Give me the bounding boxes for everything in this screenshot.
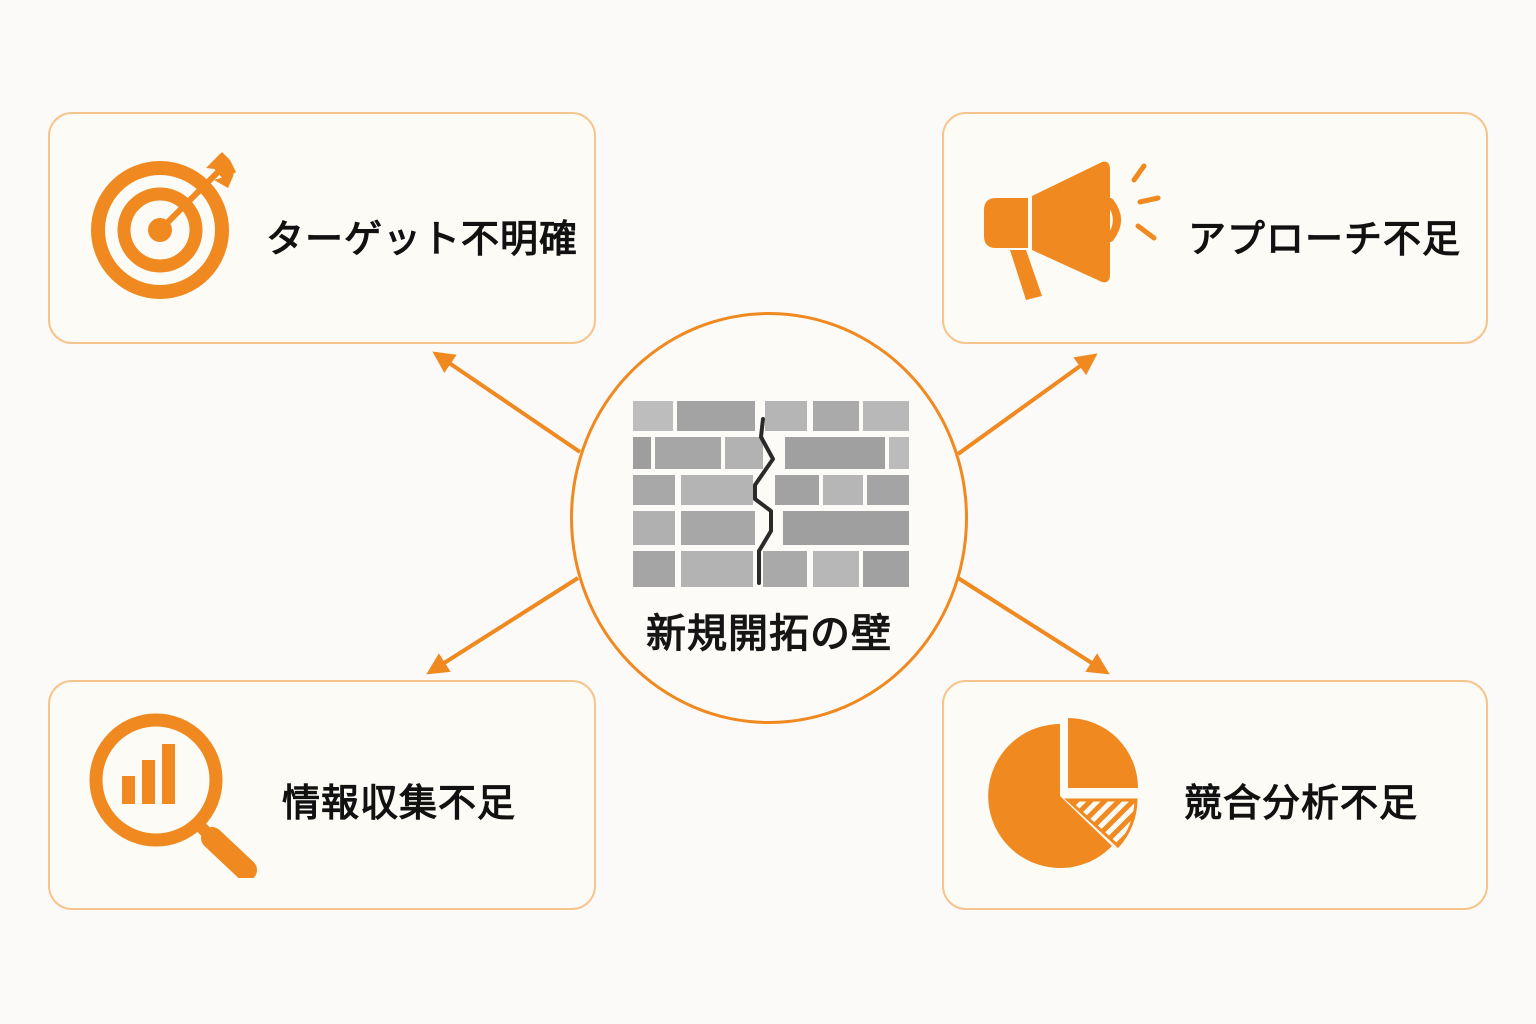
arrow-to-top-left <box>432 351 582 454</box>
arrow-to-bottom-right <box>956 576 1110 675</box>
card-target-unclear: ターゲット不明確 <box>48 112 596 344</box>
arrow-to-bottom-left <box>426 576 580 675</box>
card-label: 競合分析不足 <box>1184 781 1419 825</box>
brick-wall-icon <box>633 401 909 587</box>
card-label: アプローチ不足 <box>1188 217 1462 261</box>
pie-chart-icon <box>988 718 1138 868</box>
wall-crack <box>753 417 775 585</box>
card-approach-lacking: アプローチ不足 <box>942 112 1488 344</box>
card-label: ターゲット不明確 <box>266 217 579 261</box>
center-title: 新規開拓の壁 <box>646 611 892 657</box>
card-competitor-analysis-lacking: 競合分析不足 <box>942 680 1488 910</box>
magnifier-chart-icon <box>89 713 257 878</box>
central-wall-circle: 新規開拓の壁 <box>570 312 968 724</box>
card-info-gathering-lacking: 情報収集不足 <box>48 680 596 910</box>
arrow-to-top-right <box>956 353 1098 456</box>
card-label: 情報収集不足 <box>282 781 517 825</box>
target-icon <box>91 152 236 299</box>
megaphone-icon <box>984 161 1161 300</box>
